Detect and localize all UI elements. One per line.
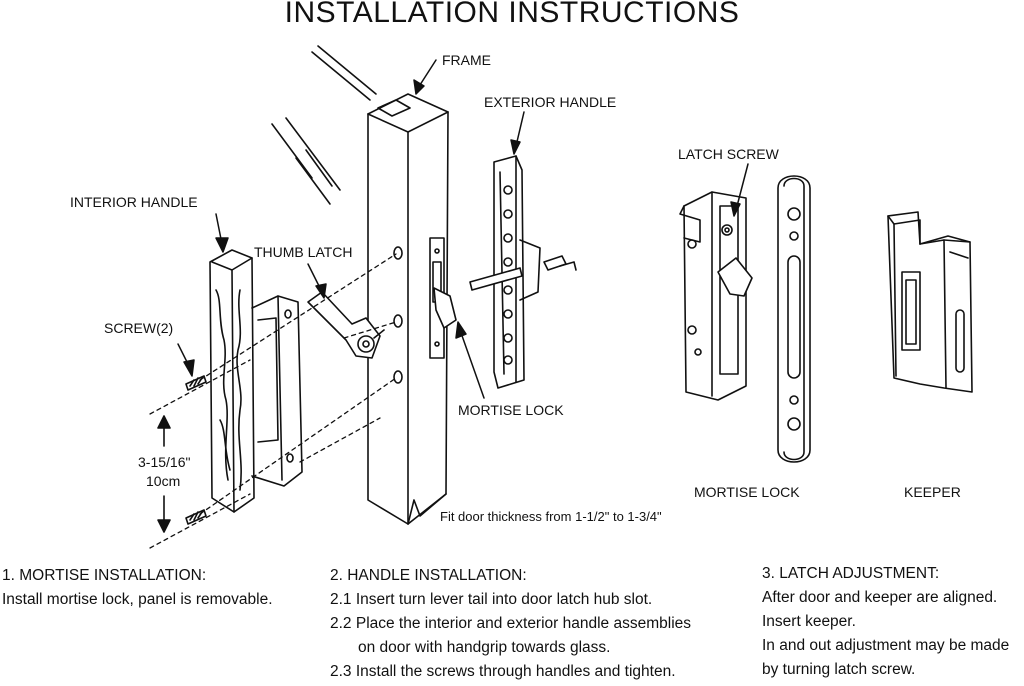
alignment-lines — [149, 253, 397, 549]
step-line: Insert keeper. — [762, 613, 856, 630]
face-plate — [777, 175, 811, 463]
door-frame — [367, 93, 457, 525]
step-handle-installation: 2. HANDLE INSTALLATION: 2.1 Insert turn … — [330, 564, 691, 684]
step-line: by turning latch screw. — [762, 661, 916, 678]
label-interior-handle: INTERIOR HANDLE — [70, 194, 198, 210]
step-line: 2.3 Install the screws through handles a… — [330, 663, 676, 680]
step-latch-adjustment: 3. LATCH ADJUSTMENT: After door and keep… — [762, 562, 1009, 682]
step-line: on door with handgrip towards glass. — [358, 639, 611, 656]
step-line: Install mortise lock, panel is removable… — [2, 591, 273, 608]
leader-lines — [177, 59, 749, 399]
step-heading: 2. HANDLE INSTALLATION: — [330, 567, 527, 584]
label-dimension-cm: 10cm — [146, 473, 181, 489]
interior-handle — [209, 249, 303, 513]
page-title: INSTALLATION INSTRUCTIONS — [284, 0, 740, 29]
label-keeper: KEEPER — [904, 484, 961, 500]
label-thumb-latch: THUMB LATCH — [254, 244, 353, 260]
label-mortise-lock-part: MORTISE LOCK — [694, 484, 800, 500]
label-frame: FRAME — [442, 52, 491, 68]
label-latch-screw: LATCH SCREW — [678, 146, 779, 162]
screws — [185, 375, 207, 525]
step-line: After door and keeper are aligned. — [762, 589, 998, 606]
label-dimension-inches: 3-15/16" — [138, 454, 191, 470]
step-line: 2.1 Insert turn lever tail into door lat… — [330, 591, 653, 608]
label-mortise-lock: MORTISE LOCK — [458, 402, 564, 418]
label-door-thickness: Fit door thickness from 1-1/2" to 1-3/4" — [440, 509, 662, 524]
mortise-lock-part — [679, 191, 753, 401]
label-exterior-handle: EXTERIOR HANDLE — [484, 94, 617, 110]
step-line: 2.2 Place the interior and exterior hand… — [330, 615, 692, 632]
step-heading: 3. LATCH ADJUSTMENT: — [762, 565, 940, 582]
thumb-latch — [307, 291, 385, 359]
step-heading: 1. MORTISE INSTALLATION: — [2, 567, 207, 584]
dimension-arrow — [157, 415, 171, 533]
step-mortise-installation: 1. MORTISE INSTALLATION: Install mortise… — [2, 564, 273, 612]
step-line: In and out adjustment may be made — [762, 637, 1010, 654]
glass-panel — [271, 45, 377, 205]
exterior-handle — [469, 155, 577, 389]
label-screw: SCREW(2) — [104, 320, 174, 336]
keeper-part — [887, 211, 973, 393]
